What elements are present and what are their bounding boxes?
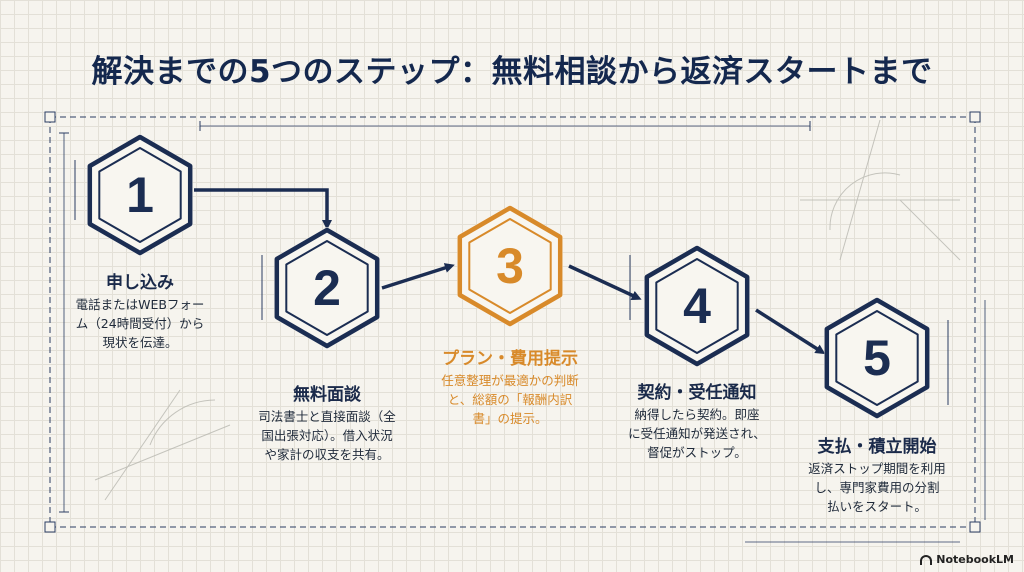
drafting-sketch-decoration	[94, 119, 961, 501]
step-1-outer-hexagon	[87, 134, 193, 256]
step-5-description: 返済ストップ期間を利用し、専門家費用の分割払いをスタート。	[808, 461, 946, 514]
step-5-number: 5	[863, 330, 891, 386]
step-4-hexagon: 4	[644, 245, 750, 367]
step-3-inner-hexagon	[468, 218, 552, 314]
step-2-heading: 無料面談	[293, 385, 361, 405]
arrow-step3-to-step4	[568, 264, 642, 301]
step-4-number: 4	[683, 278, 711, 334]
notebooklm-logo: NotebookLM	[920, 553, 1014, 566]
step-2-description: 司法書士と直接面談（全国出張対応）。借入状況や家計の収支を共有。	[258, 409, 396, 462]
blueprint-frame	[44, 111, 986, 543]
step-2-inner-hexagon	[285, 240, 369, 336]
step-1-number: 1	[126, 167, 154, 223]
step-1-description: 電話またはWEBフォーム（24時間受付）から現状を伝達。	[75, 297, 205, 350]
step-1-inner-hexagon	[98, 147, 182, 243]
connector-arrows	[194, 188, 826, 355]
step-2-hexagon: 2	[274, 227, 380, 349]
step-1-heading: 申し込み	[106, 273, 174, 293]
step-3-number: 3	[496, 238, 524, 294]
step-4-outer-hexagon	[644, 245, 750, 367]
step-3-heading: プラン・費用提示	[442, 349, 578, 369]
arrow-step1-to-step2	[194, 188, 332, 230]
logo-text: NotebookLM	[936, 553, 1014, 566]
step-4-inner-hexagon	[655, 258, 739, 354]
step-4-heading: 契約・受任通知	[637, 383, 757, 403]
step-5-inner-hexagon	[835, 310, 919, 406]
step-3-description: 任意整理が最適かの判断と、総額の「報酬内訳書」の提示。	[441, 373, 579, 426]
arrow-step2-to-step3	[381, 263, 455, 290]
step-5-heading: 支払・積立開始	[817, 437, 937, 457]
step-hexagons: 1 2 3 4 5	[87, 134, 930, 419]
step-3-outer-hexagon	[457, 205, 563, 327]
notebooklm-logo-icon	[920, 554, 933, 565]
step-4-description: 納得したら契約。即座に受任通知が発送され、督促がストップ。	[628, 407, 766, 460]
step-3-hexagon: 3	[457, 205, 563, 327]
arrow-step4-to-step5	[755, 308, 826, 355]
page-title: 解決までの5つのステップ：無料相談から返済スタートまで	[91, 54, 933, 90]
step-5-hexagon: 5	[824, 297, 930, 419]
step-5-outer-hexagon	[824, 297, 930, 419]
step-2-number: 2	[313, 260, 341, 316]
step-1-hexagon: 1	[87, 134, 193, 256]
step-2-outer-hexagon	[274, 227, 380, 349]
